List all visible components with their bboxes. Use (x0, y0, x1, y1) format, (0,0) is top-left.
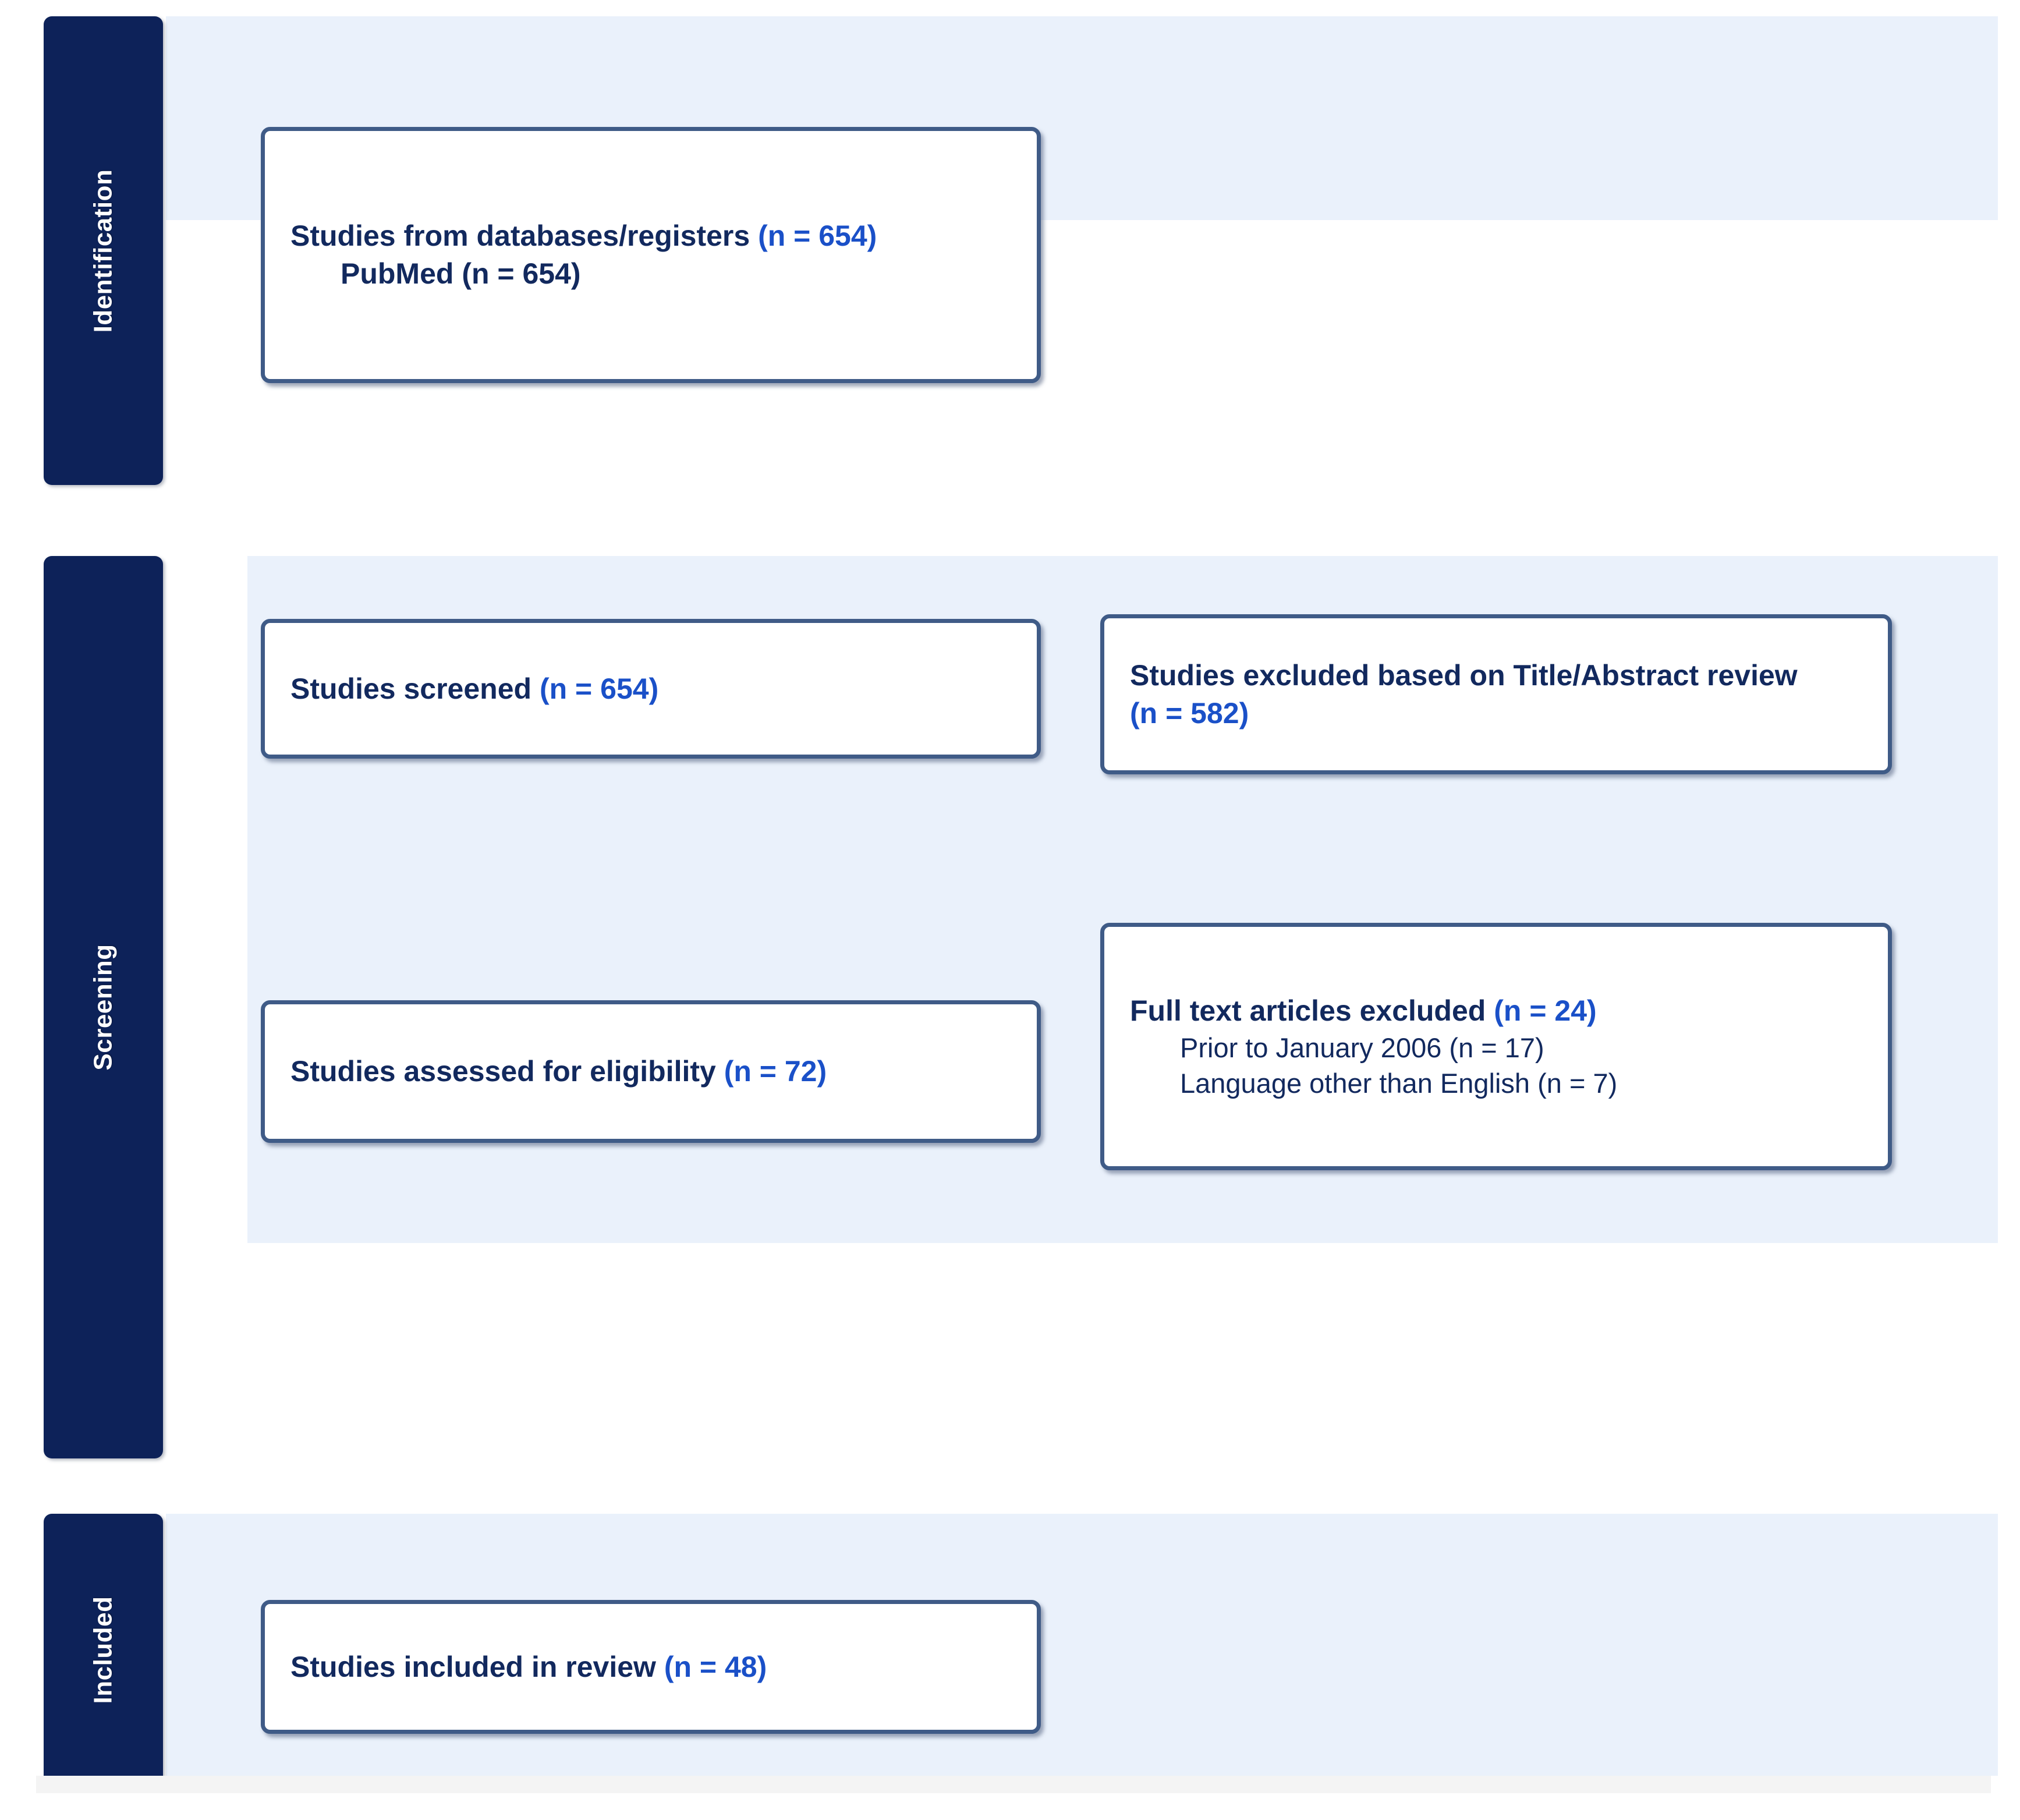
stage-sidebar-included: Included (44, 1514, 163, 1786)
stage-label-identification: Identification (88, 169, 118, 332)
records-excluded-line-1: Studies excluded based on Title/Abstract… (1130, 657, 1862, 695)
stage-label-screening: Screening (88, 944, 118, 1071)
records-screened-count-1: (n = 654) (539, 672, 659, 705)
records-excluded-line-2: (n = 582) (1130, 695, 1862, 732)
records-identified-box[interactable]: Studies from databases/registers (n = 65… (261, 127, 1041, 383)
eligibility-assessed-box[interactable]: Studies assessed for eligibility (n = 72… (261, 1000, 1041, 1143)
fulltext-excluded-text-3: Language other than English (n = 7) (1180, 1068, 1618, 1099)
fulltext-excluded-box[interactable]: Full text articles excluded (n = 24) Pri… (1100, 923, 1892, 1170)
fulltext-excluded-line-1: Full text articles excluded (n = 24) (1130, 992, 1862, 1030)
records-identified-text-1: Studies from databases/registers (290, 219, 759, 252)
studies-included-box[interactable]: Studies included in review (n = 48) (261, 1600, 1041, 1734)
studies-included-text-1: Studies included in review (290, 1650, 664, 1683)
bottom-gray-strip (36, 1776, 1991, 1793)
stage-sidebar-screening: Screening (44, 556, 163, 1458)
records-identified-text-2: PubMed (341, 257, 462, 290)
records-excluded-box[interactable]: Studies excluded based on Title/Abstract… (1100, 614, 1892, 774)
fulltext-excluded-text-2: Prior to January 2006 (n = 17) (1180, 1032, 1544, 1063)
fulltext-excluded-text-1: Full text articles excluded (1130, 994, 1494, 1027)
records-identified-line-2: PubMed (n = 654) (290, 255, 1011, 293)
records-identified-count-1: (n = 654) (758, 219, 877, 252)
records-excluded-text-1: Studies excluded based on Title/Abstract… (1130, 658, 1798, 692)
records-screened-box[interactable]: Studies screened (n = 654) (261, 619, 1041, 759)
fulltext-excluded-line-2: Prior to January 2006 (n = 17) (1130, 1030, 1862, 1065)
stage-label-included: Included (88, 1596, 118, 1704)
records-excluded-count: (n = 582) (1130, 696, 1249, 730)
eligibility-assessed-text-1: Studies assessed for eligibility (290, 1055, 724, 1088)
records-screened-line-1: Studies screened (n = 654) (290, 670, 1011, 708)
records-identified-line-1: Studies from databases/registers (n = 65… (290, 217, 1011, 255)
studies-included-count-1: (n = 48) (664, 1650, 767, 1683)
records-screened-text-1: Studies screened (290, 672, 540, 705)
eligibility-assessed-line-1: Studies assessed for eligibility (n = 72… (290, 1053, 1011, 1090)
stage-sidebar-identification: Identification (44, 16, 163, 485)
eligibility-assessed-count-1: (n = 72) (724, 1055, 827, 1088)
records-identified-count-2: (n = 654) (462, 257, 581, 290)
studies-included-line-1: Studies included in review (n = 48) (290, 1648, 1011, 1686)
fulltext-excluded-line-3: Language other than English (n = 7) (1130, 1065, 1862, 1101)
fulltext-excluded-count-1: (n = 24) (1494, 994, 1597, 1027)
